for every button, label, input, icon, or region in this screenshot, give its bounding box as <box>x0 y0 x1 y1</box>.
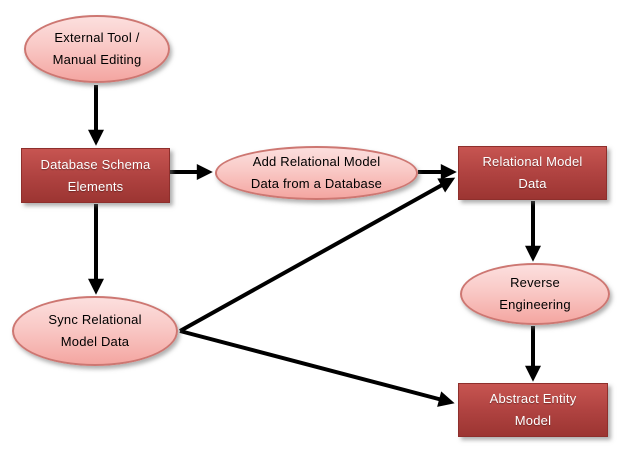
node-add-relational-label-line2: Data from a Database <box>250 176 383 191</box>
node-reverse-engineering: Reverse Engineering <box>460 263 610 325</box>
arrow-sync-relational-to-abstract-entity <box>179 329 455 407</box>
node-abstract-entity-model: Abstract Entity Model <box>458 383 608 437</box>
node-reverse-engineering-label-line2: Engineering <box>499 297 571 312</box>
node-database-schema-label-line1: Database Schema <box>40 156 151 172</box>
node-database-schema-elements: Database Schema Elements <box>21 148 170 203</box>
node-relational-model-data: Relational Model Data <box>458 146 607 200</box>
node-external-tool-label-line2: Manual Editing <box>52 52 142 67</box>
node-reverse-engineering-label-line1: Reverse <box>510 275 560 290</box>
node-sync-relational-model-data: Sync Relational Model Data <box>12 296 178 366</box>
node-database-schema-label-line2: Elements <box>67 178 124 194</box>
node-sync-relational-label-line1: Sync Relational <box>48 312 142 327</box>
node-add-relational-label-line1: Add Relational Model <box>252 154 381 169</box>
node-external-tool-manual-editing: External Tool / Manual Editing <box>24 15 170 83</box>
node-abstract-entity-label-line1: Abstract Entity <box>489 391 577 406</box>
node-add-relational-model-data: Add Relational Model Data from a Databas… <box>215 146 418 200</box>
node-relational-model-label-line2: Data <box>518 176 547 191</box>
node-external-tool-label-line1: External Tool / <box>54 30 140 45</box>
node-sync-relational-label-line2: Model Data <box>60 334 130 349</box>
arrow-sync-relational-to-relational-model <box>179 177 456 333</box>
node-relational-model-label-line1: Relational Model <box>482 154 583 169</box>
node-abstract-entity-label-line2: Model <box>514 413 552 428</box>
